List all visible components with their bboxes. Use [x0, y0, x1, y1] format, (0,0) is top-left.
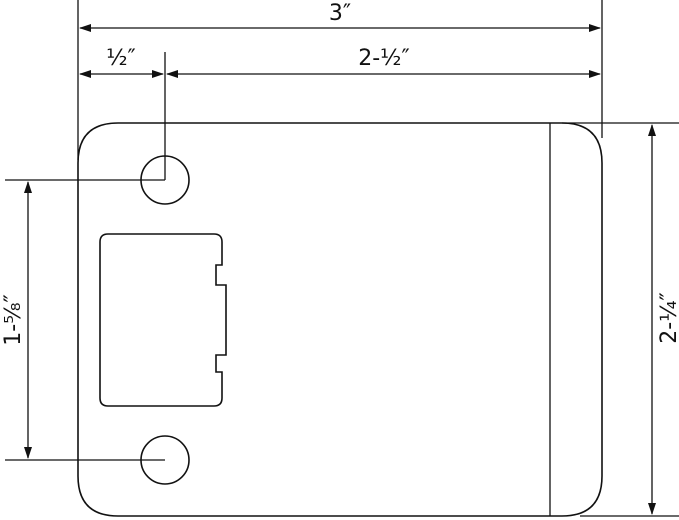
- plate-outline: [77, 122, 603, 517]
- latch-opening: [99, 233, 227, 407]
- overall-height-label: 2-¼″: [657, 292, 679, 343]
- overall-width-label: 3″: [329, 1, 351, 26]
- hole-offset-label: ½″: [106, 46, 136, 71]
- hole-spacing-label: 1-⁵⁄₈″: [1, 294, 26, 345]
- remaining-width-label: 2-½″: [358, 46, 409, 71]
